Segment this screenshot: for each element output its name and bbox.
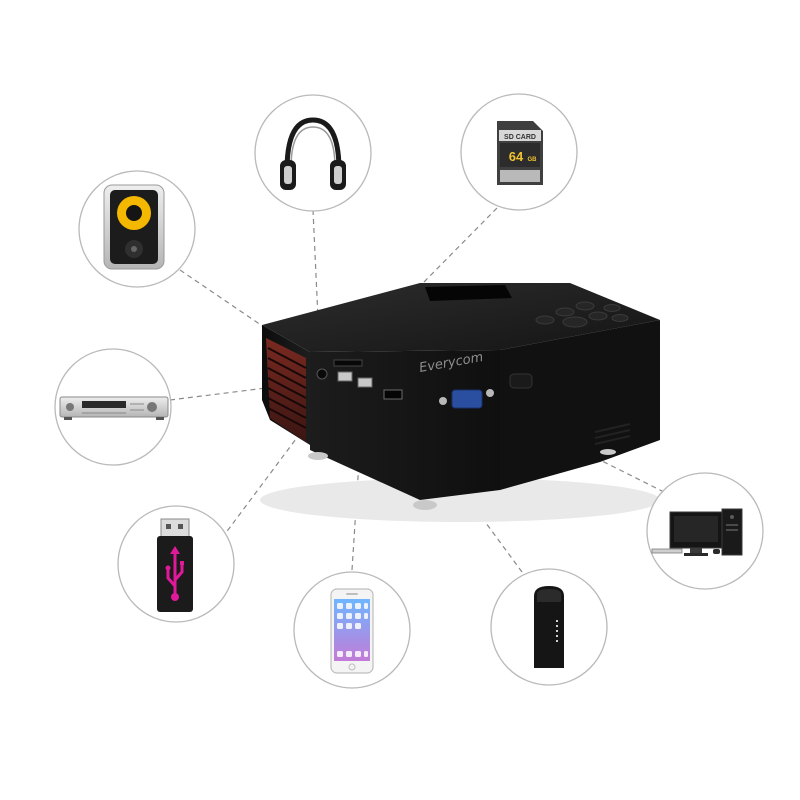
- projector-control-buttons: [535, 301, 629, 328]
- smartphone-icon: [330, 588, 374, 674]
- projector-foot-right: [600, 449, 616, 455]
- projector-foot-left: [413, 500, 437, 510]
- ir-sensor: [509, 373, 533, 389]
- usb-port-1: [337, 371, 353, 382]
- projector-top-window: [425, 285, 512, 301]
- av-receiver-icon: [59, 396, 169, 420]
- headphones-icon: [280, 117, 346, 190]
- tv-stick-icon: [534, 586, 564, 668]
- smartphone-node: [293, 571, 411, 689]
- sd-card-unit: GB: [528, 157, 538, 163]
- projector-ports: [316, 359, 533, 409]
- usb-port-2: [357, 377, 373, 388]
- tv-stick-node: [490, 568, 608, 686]
- hdmi-port: [383, 389, 403, 400]
- projector-foot-front: [308, 452, 328, 460]
- sd-card-label: SD CARD: [504, 134, 536, 141]
- usb-drive-icon: [157, 518, 193, 612]
- desktop-computer-node: [646, 472, 764, 590]
- projector: Everycom: [260, 283, 660, 522]
- speaker-icon: [103, 184, 165, 270]
- vga-port: [439, 389, 494, 409]
- projector-right-vent: [594, 423, 631, 445]
- projector-shadow: [260, 478, 660, 522]
- sd-card-node: SD CARD 64 GB: [460, 93, 578, 211]
- av-receiver-node: [54, 348, 172, 466]
- projector-vent: [266, 338, 307, 442]
- projector-right-face: [500, 320, 660, 490]
- sd-card-capacity: 64: [509, 149, 524, 164]
- connector-av-receiver: [169, 383, 299, 401]
- connector-speaker: [179, 269, 331, 373]
- sd-card-slot: [333, 359, 363, 367]
- headphones-node: [254, 94, 372, 212]
- projector-top-face: [262, 283, 660, 352]
- desktop-computer-icon: [651, 508, 743, 556]
- audio-jack-port: [316, 368, 328, 380]
- usb-drive-node: [117, 505, 235, 623]
- sd-card-icon: SD CARD 64 GB: [497, 121, 543, 185]
- speaker-node: [78, 170, 196, 288]
